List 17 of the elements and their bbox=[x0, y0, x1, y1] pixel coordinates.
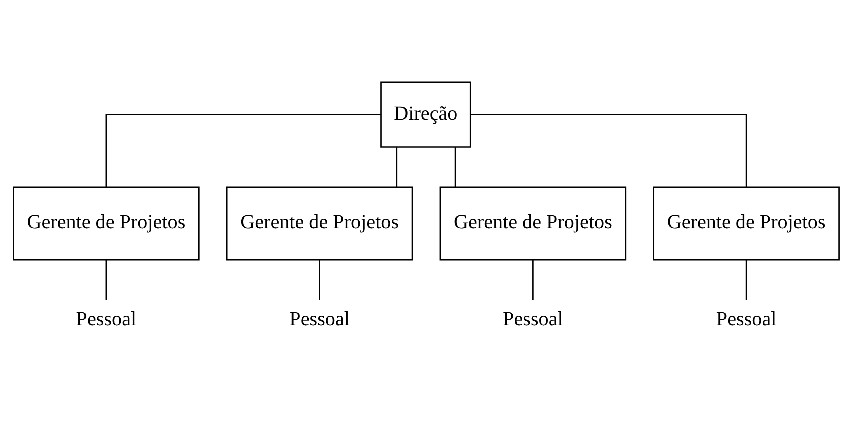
connector bbox=[106, 260, 108, 300]
node-text: Pessoal bbox=[290, 308, 350, 330]
connector bbox=[746, 260, 748, 300]
node-box: Gerente de Projetos bbox=[653, 186, 840, 260]
node-box: Gerente de Projetos bbox=[440, 186, 627, 260]
node-text: Pessoal bbox=[716, 308, 777, 330]
node-box: Gerente de Projetos bbox=[226, 186, 414, 260]
node-box: Gerente de Projetos bbox=[13, 186, 200, 260]
connector bbox=[106, 114, 382, 187]
node-text: Pessoal bbox=[503, 308, 564, 330]
connector bbox=[396, 147, 398, 187]
connector bbox=[470, 114, 748, 187]
node-box: Direção bbox=[380, 81, 472, 148]
connector bbox=[454, 147, 456, 187]
connector bbox=[532, 260, 534, 300]
node-text: Pessoal bbox=[76, 308, 137, 330]
connector bbox=[319, 260, 320, 300]
